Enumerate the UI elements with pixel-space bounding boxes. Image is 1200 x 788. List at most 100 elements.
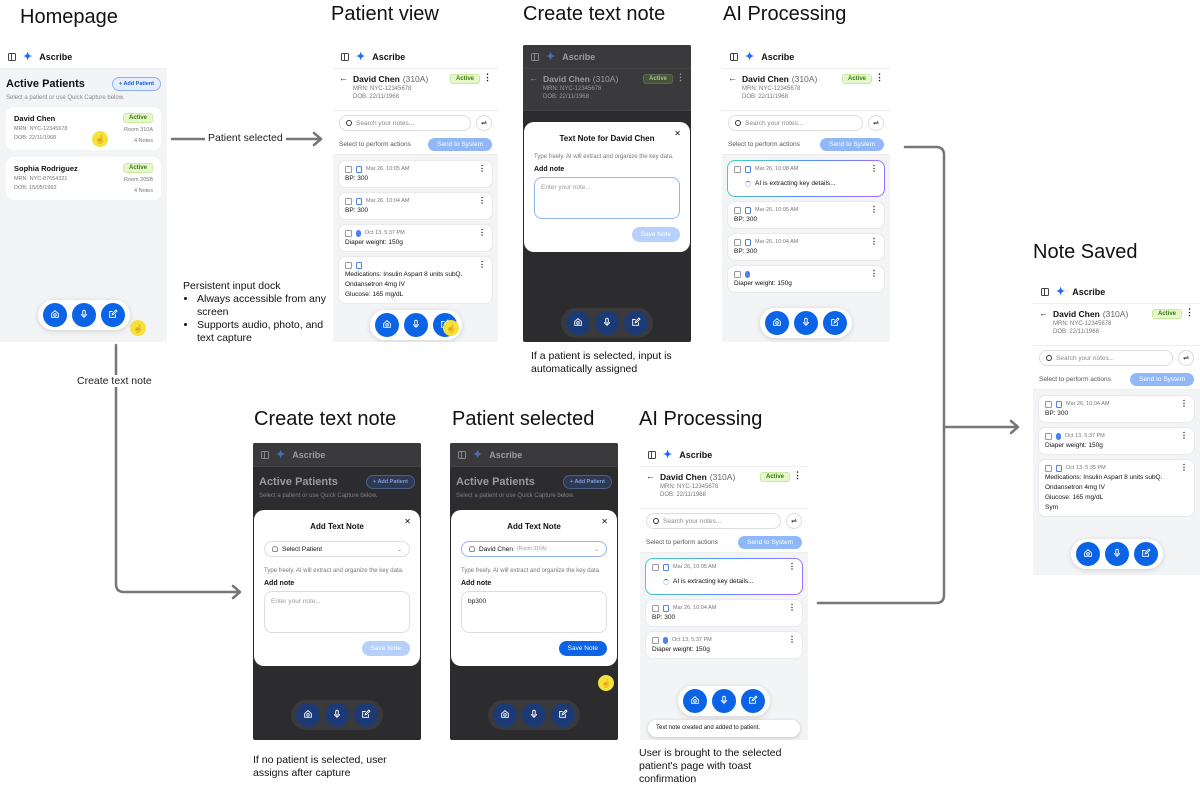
note-card[interactable]: Mar 26, 10:05 AM⋮AI is extracting key de…: [645, 558, 803, 595]
note-options-icon[interactable]: ⋮: [1180, 463, 1188, 472]
text-note-button[interactable]: [100, 303, 125, 327]
save-note-button[interactable]: Save Note: [558, 641, 607, 656]
more-options-icon[interactable]: ⋮: [793, 470, 802, 480]
audio-capture-button[interactable]: [595, 311, 619, 335]
sidebar-toggle-icon[interactable]: [648, 450, 656, 459]
note-card[interactable]: Oct 13, 5:35 PM⋮Medications: Insulin Asp…: [1038, 459, 1195, 517]
note-card[interactable]: Mar 26, 10:04 AM⋮BP: 300: [645, 599, 803, 627]
back-arrow-icon[interactable]: ←: [339, 73, 348, 83]
add-patient-button[interactable]: + Add Patient: [111, 77, 161, 91]
filter-button[interactable]: ⇌: [786, 513, 802, 529]
filter-button[interactable]: ⇌: [1178, 350, 1194, 366]
note-card[interactable]: Mar 26, 10:04 AM⋮BP: 300: [727, 233, 885, 261]
note-checkbox[interactable]: [345, 229, 352, 237]
note-checkbox[interactable]: [345, 261, 352, 269]
note-options-icon[interactable]: ⋮: [870, 164, 878, 173]
photo-capture-button[interactable]: [296, 703, 320, 727]
back-arrow-icon[interactable]: ←: [646, 471, 655, 481]
note-textarea[interactable]: Enter your note...: [264, 591, 410, 633]
audio-capture-button[interactable]: [71, 303, 96, 327]
sidebar-toggle-icon[interactable]: [1041, 287, 1049, 296]
photo-capture-button[interactable]: [566, 311, 590, 335]
audio-capture-button[interactable]: [522, 703, 546, 727]
more-options-icon[interactable]: ⋮: [676, 72, 685, 82]
note-checkbox[interactable]: [1045, 464, 1052, 472]
note-textarea[interactable]: Enter your note...: [534, 177, 680, 219]
send-to-system-button[interactable]: Send to System: [738, 536, 802, 549]
photo-capture-button[interactable]: [374, 313, 399, 337]
text-note-button[interactable]: [741, 689, 765, 713]
note-checkbox[interactable]: [652, 563, 659, 571]
note-textarea[interactable]: bp300: [461, 591, 607, 633]
back-arrow-icon[interactable]: ←: [529, 73, 538, 83]
save-note-button[interactable]: Save Note: [631, 227, 680, 242]
photo-capture-button[interactable]: [765, 311, 789, 335]
note-checkbox[interactable]: [652, 604, 659, 612]
sidebar-toggle-icon[interactable]: [458, 450, 466, 459]
filter-button[interactable]: ⇌: [476, 115, 492, 131]
note-card[interactable]: Oct 13, 5:37 PM⋮Diaper weight: 150g: [645, 631, 803, 659]
photo-capture-button[interactable]: [42, 303, 67, 327]
note-options-icon[interactable]: ⋮: [478, 196, 486, 205]
note-checkbox[interactable]: [734, 238, 741, 246]
sidebar-toggle-icon[interactable]: [341, 52, 349, 61]
back-arrow-icon[interactable]: ←: [728, 73, 737, 83]
note-checkbox[interactable]: [1045, 400, 1052, 408]
note-card[interactable]: Mar 26, 10:08 AM⋮AI is extracting key de…: [727, 160, 885, 197]
note-options-icon[interactable]: ⋮: [870, 205, 878, 214]
sidebar-toggle-icon[interactable]: [730, 52, 738, 61]
note-options-icon[interactable]: ⋮: [1180, 399, 1188, 408]
back-arrow-icon[interactable]: ←: [1039, 308, 1048, 318]
note-checkbox[interactable]: [1045, 432, 1052, 440]
note-checkbox[interactable]: [652, 636, 659, 644]
note-checkbox[interactable]: [734, 206, 741, 214]
photo-capture-button[interactable]: [683, 689, 707, 713]
close-icon[interactable]: ✕: [674, 129, 681, 138]
audio-capture-button[interactable]: [403, 313, 428, 337]
note-checkbox[interactable]: [345, 165, 352, 173]
send-to-system-button[interactable]: Send to System: [820, 138, 884, 151]
add-patient-button[interactable]: + Add Patient: [562, 475, 612, 489]
note-options-icon[interactable]: ⋮: [870, 269, 878, 278]
note-options-icon[interactable]: ⋮: [788, 562, 796, 571]
audio-capture-button[interactable]: [1104, 542, 1129, 566]
note-card[interactable]: Mar 26, 10:05 AM⋮BP: 300: [727, 201, 885, 229]
search-input[interactable]: Search your notes...: [728, 115, 863, 131]
note-card[interactable]: ⋮Diaper weight: 150g: [727, 265, 885, 293]
note-card[interactable]: ⋮Medications: Insulin Aspart 8 units sub…: [338, 256, 493, 304]
more-options-icon[interactable]: ⋮: [875, 72, 884, 82]
search-input[interactable]: Search your notes...: [646, 513, 781, 529]
audio-capture-button[interactable]: [712, 689, 736, 713]
close-icon[interactable]: ✕: [601, 517, 608, 526]
note-options-icon[interactable]: ⋮: [478, 228, 486, 237]
patient-select[interactable]: Select Patient⌄: [264, 541, 410, 557]
photo-capture-button[interactable]: [493, 703, 517, 727]
note-options-icon[interactable]: ⋮: [478, 164, 486, 173]
photo-capture-button[interactable]: [1075, 542, 1100, 566]
text-note-button[interactable]: [1133, 542, 1158, 566]
note-options-icon[interactable]: ⋮: [788, 635, 796, 644]
note-card[interactable]: Mar 26, 10:05 AM⋮BP: 300: [338, 160, 493, 188]
note-card[interactable]: Mar 26, 10:04 AM⋮BP: 300: [1038, 395, 1195, 423]
note-options-icon[interactable]: ⋮: [788, 603, 796, 612]
sidebar-toggle-icon[interactable]: [531, 52, 539, 61]
more-options-icon[interactable]: ⋮: [1185, 307, 1194, 317]
sidebar-toggle-icon[interactable]: [8, 52, 16, 61]
audio-capture-button[interactable]: [794, 311, 818, 335]
patient-select[interactable]: David Chen(Room 310A)⌄: [461, 541, 607, 557]
text-note-button[interactable]: [354, 703, 378, 727]
send-to-system-button[interactable]: Send to System: [1130, 373, 1194, 386]
more-options-icon[interactable]: ⋮: [483, 72, 492, 82]
note-options-icon[interactable]: ⋮: [1180, 431, 1188, 440]
text-note-button[interactable]: [823, 311, 847, 335]
note-card[interactable]: Oct 13, 5:37 PM⋮Diaper weight: 150g: [338, 224, 493, 252]
send-to-system-button[interactable]: Send to System: [428, 138, 492, 151]
add-patient-button[interactable]: + Add Patient: [365, 475, 415, 489]
note-card[interactable]: Oct 13, 5:37 PM⋮Diaper weight: 150g: [1038, 427, 1195, 455]
audio-capture-button[interactable]: [325, 703, 349, 727]
note-checkbox[interactable]: [345, 197, 352, 205]
note-checkbox[interactable]: [734, 165, 741, 173]
filter-button[interactable]: ⇌: [868, 115, 884, 131]
